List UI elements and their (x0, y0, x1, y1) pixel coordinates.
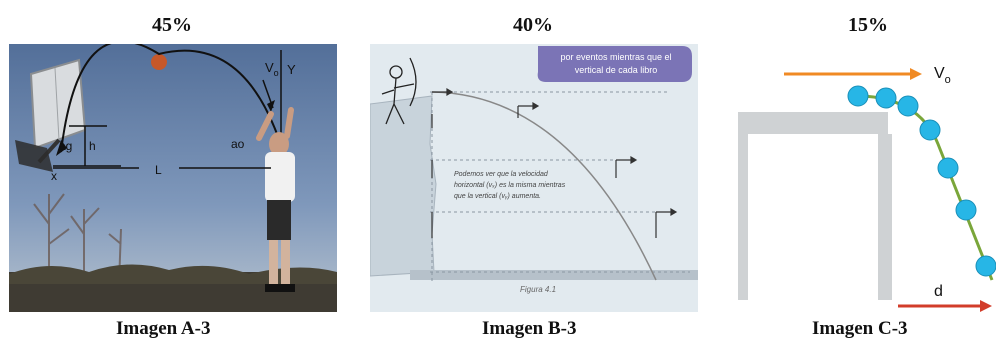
image-b-textbook-figure: por eventos mientras que el vertical de … (370, 44, 698, 312)
figure-label: Figura 4.1 (520, 285, 556, 294)
percent-b: 40% (513, 14, 553, 36)
note-line-2: horizontal (vₓ) es la misma mientras (454, 182, 566, 189)
banner-line-1: por eventos mientras que el (560, 52, 671, 62)
caption-a: Imagen A-3 (116, 318, 211, 339)
label-x: x (51, 169, 57, 183)
percent-a: 45% (152, 14, 192, 36)
image-c-ball-path-diagram: Vo d (738, 44, 996, 312)
archer-sketch (381, 57, 417, 125)
label-L: L (155, 163, 162, 177)
label-ag: ag (59, 139, 72, 153)
label-y: Y (287, 62, 296, 77)
note-line-1: Podemos ver que la velocidad (454, 171, 549, 178)
label-d: d (934, 283, 943, 300)
basketball (151, 54, 167, 70)
player (256, 107, 295, 292)
percent-c: 15% (848, 14, 888, 36)
label-vo: Vo (265, 60, 279, 78)
distance-arrow-icon (980, 300, 992, 312)
label-vo-c: Vo (934, 65, 951, 86)
caption-c: Imagen C-3 (812, 318, 908, 339)
image-a-basketball-photo: Vo Y ag h ao L x (9, 44, 337, 312)
banner-line-2: vertical de cada libro (575, 65, 658, 75)
note-line-3: que la vertical (vᵧ) aumenta. (454, 193, 541, 200)
velocity-arrow-icon (910, 68, 922, 80)
label-ao: ao (231, 137, 245, 151)
caption-b: Imagen B-3 (482, 318, 577, 339)
label-h: h (89, 139, 96, 153)
